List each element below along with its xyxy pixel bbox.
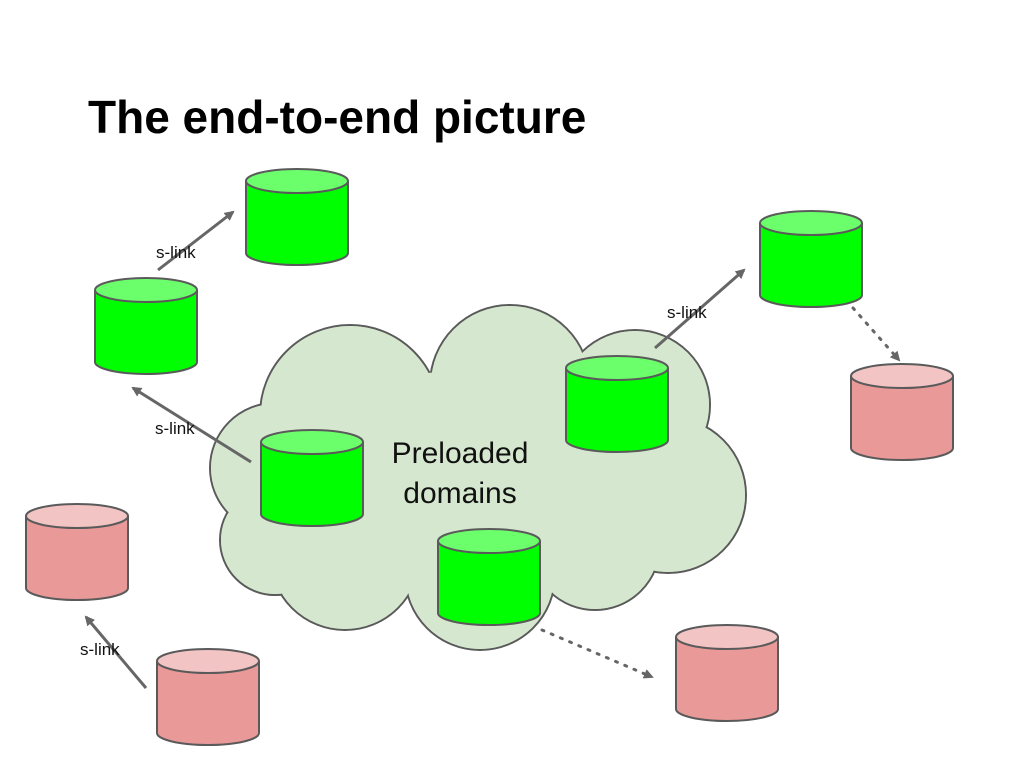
s-link-arrow-cloud-to-left bbox=[131, 386, 252, 464]
s-link-arrow-cloud-to-right bbox=[654, 268, 746, 350]
cloud-label-line2: domains bbox=[403, 477, 516, 510]
other-database-right bbox=[850, 363, 954, 461]
cloud-label-line1: Preloaded bbox=[392, 437, 529, 470]
preloaded-database-top-right bbox=[759, 210, 863, 308]
other-database-left bbox=[25, 503, 129, 601]
s-link-label-right: s-link bbox=[667, 303, 707, 322]
s-link-arrow-bottom-left bbox=[84, 615, 148, 689]
slide-title: The end-to-end picture bbox=[88, 91, 587, 143]
dotted-link-bottom bbox=[540, 628, 654, 679]
s-link-arrow-top-left bbox=[157, 210, 235, 272]
preloaded-database-cloud-left bbox=[260, 429, 364, 527]
s-link-label-left: s-link bbox=[155, 419, 195, 438]
dotted-link-right bbox=[851, 306, 901, 362]
preloaded-database-left bbox=[94, 277, 198, 375]
preloaded-database-top bbox=[245, 168, 349, 266]
other-database-bottom-left bbox=[156, 648, 260, 746]
preloaded-database-cloud-bottom bbox=[437, 528, 541, 626]
other-database-bottom-right bbox=[675, 624, 779, 722]
s-link-label-bottom-left: s-link bbox=[80, 640, 120, 659]
preloaded-database-cloud-right bbox=[565, 355, 669, 453]
s-link-label-top-left: s-link bbox=[156, 243, 196, 262]
